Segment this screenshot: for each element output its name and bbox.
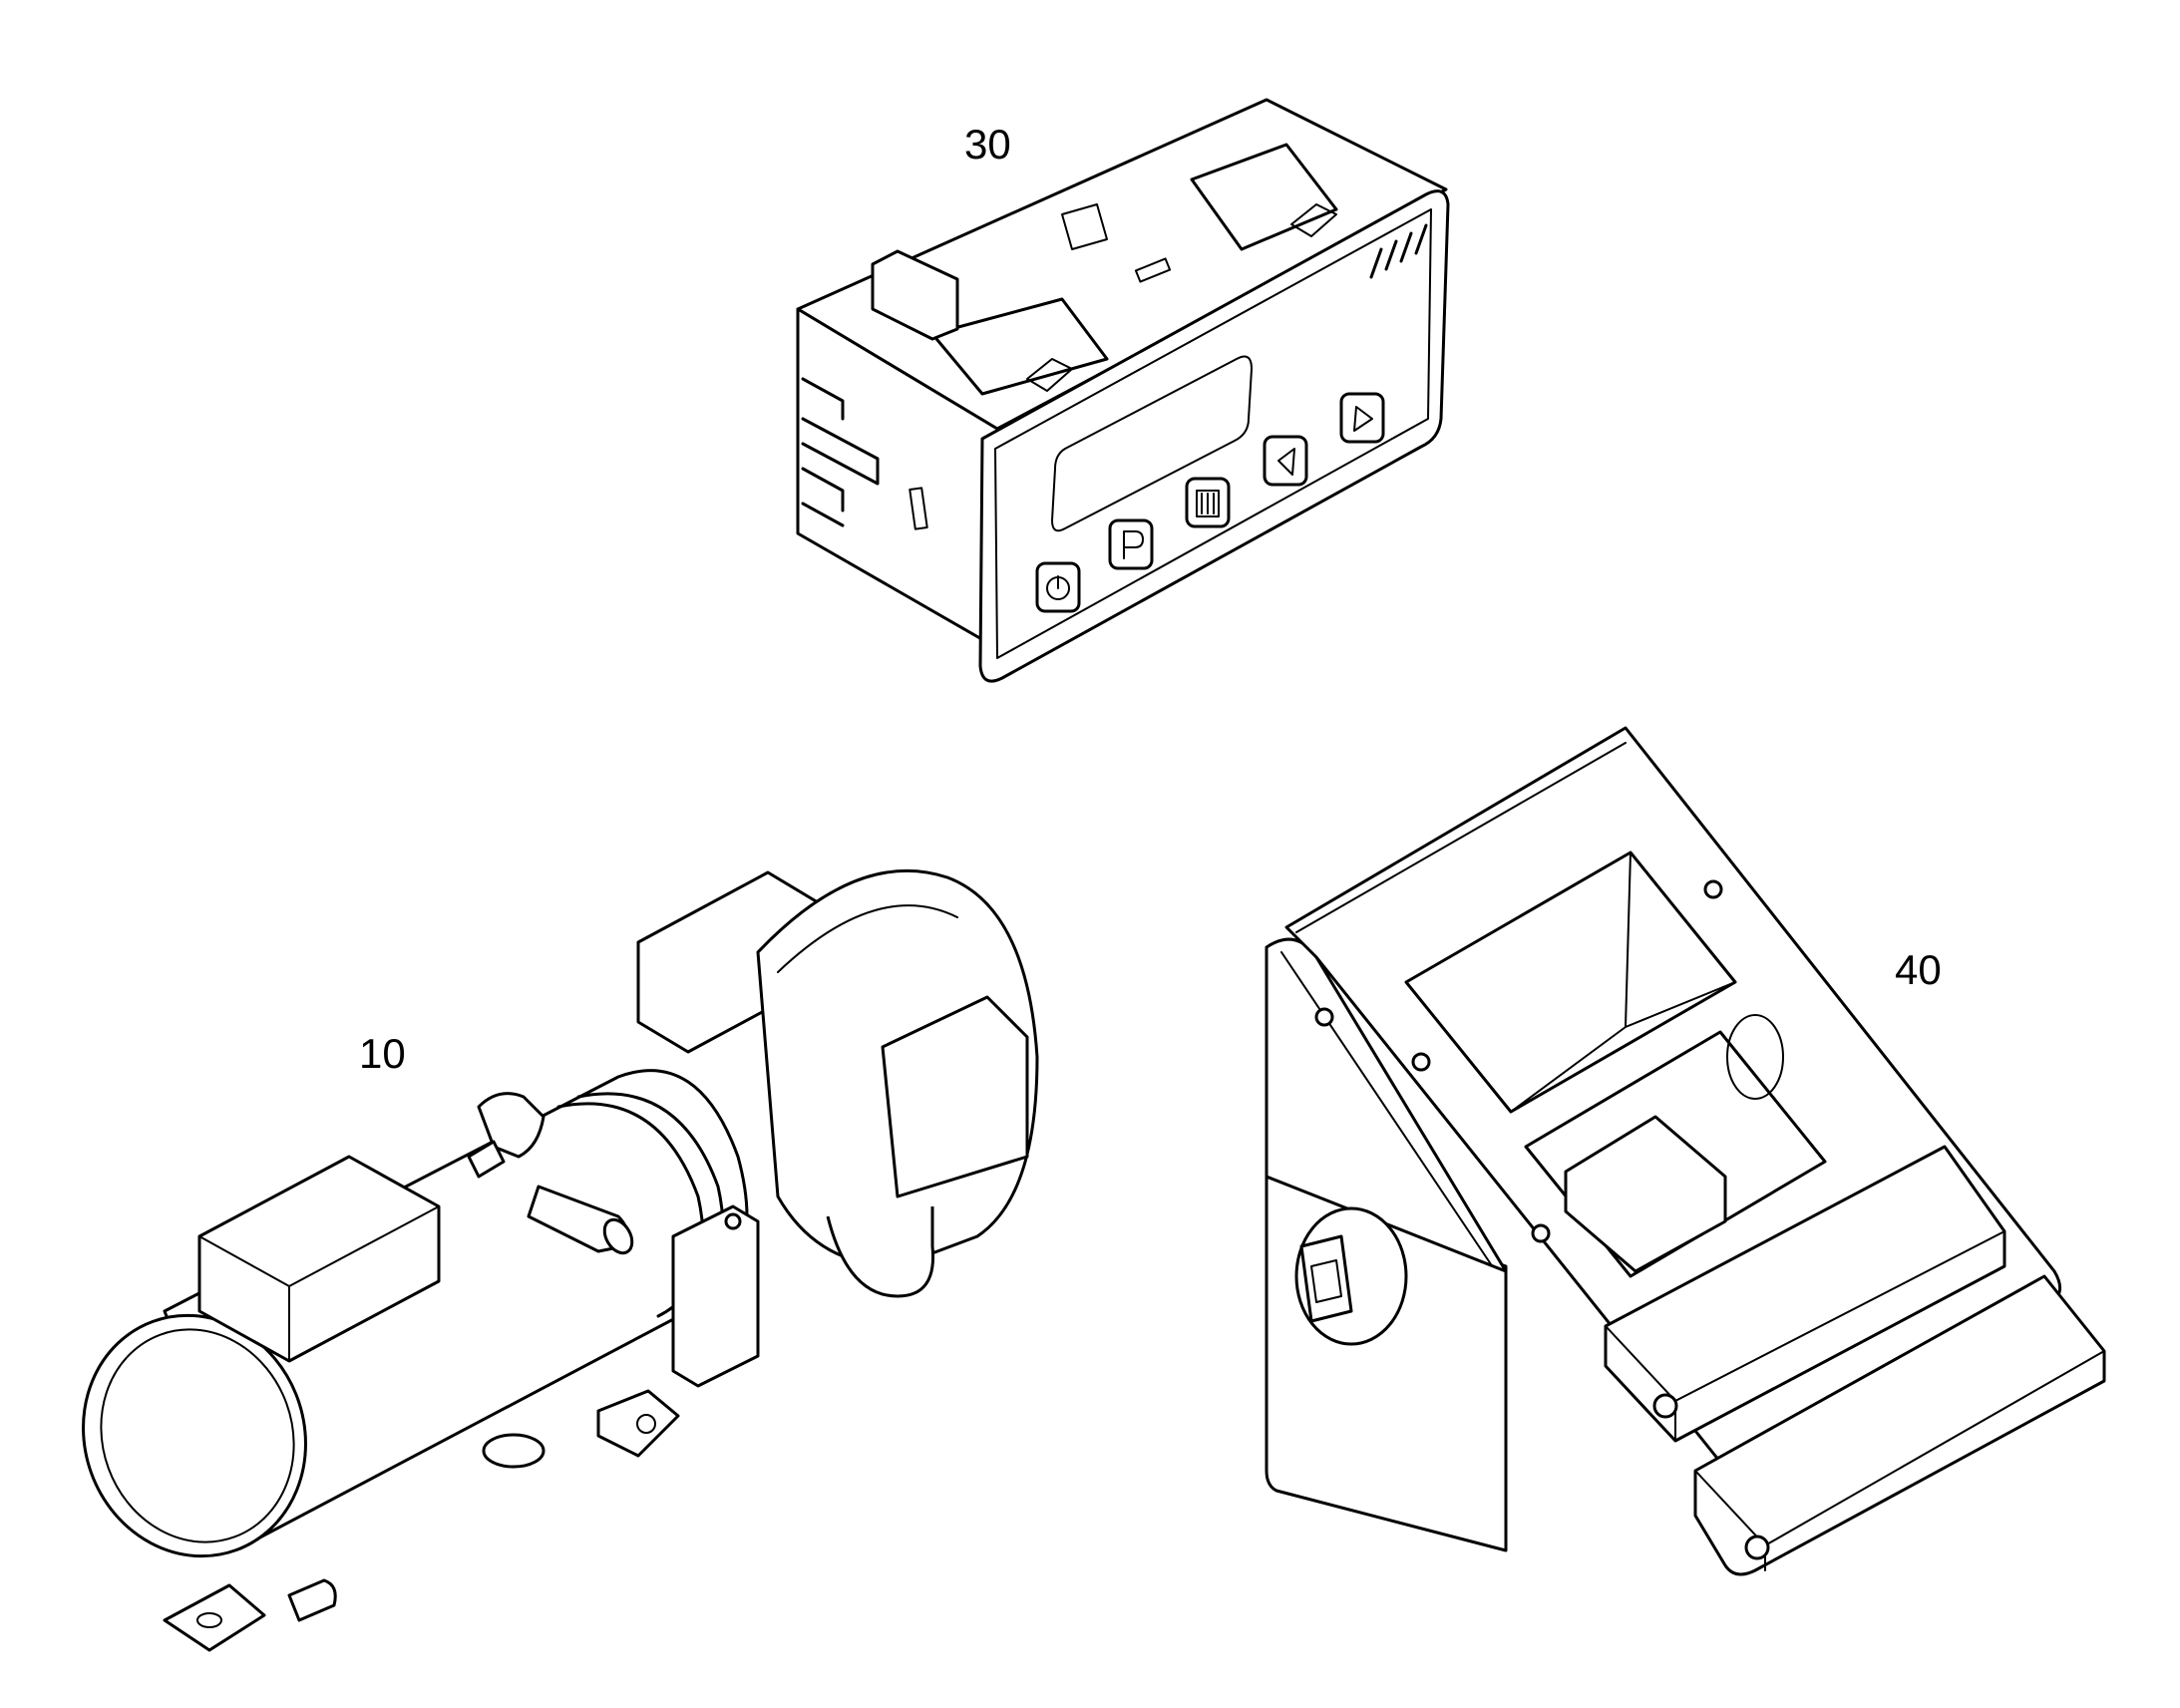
left-arrow-button-icon — [1263, 435, 1308, 487]
callout-heater: 10 — [359, 1030, 406, 1077]
heater-drawing — [82, 868, 1039, 1652]
heat-button-icon — [1185, 477, 1231, 528]
power-button-icon — [1035, 561, 1081, 613]
bracket-drawing — [1265, 726, 2106, 1576]
callout-bracket: 40 — [1895, 946, 1942, 993]
callout-controller: 30 — [964, 121, 1011, 168]
right-arrow-button-icon — [1339, 392, 1385, 444]
park-button-icon — [1108, 518, 1154, 570]
control-unit-drawing — [796, 98, 1450, 683]
